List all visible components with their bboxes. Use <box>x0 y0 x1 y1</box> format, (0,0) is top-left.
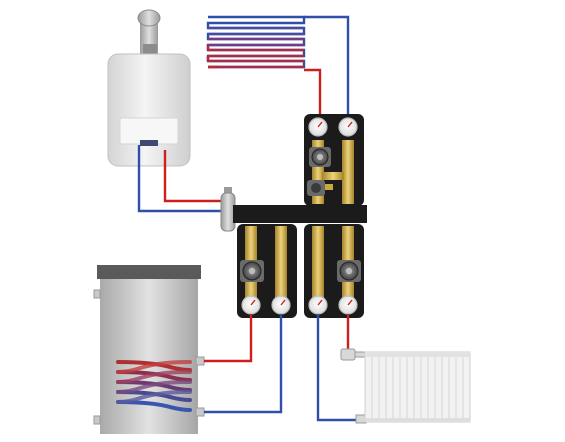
separator-icon <box>220 187 236 232</box>
pump-icon <box>337 260 361 282</box>
boiler-return-pipe <box>137 145 226 213</box>
panel-radiator-icon <box>340 348 471 424</box>
boiler-casing <box>107 53 191 167</box>
tank-cap <box>97 265 201 279</box>
temperature-gauge-icon <box>241 295 261 315</box>
flue-cap <box>137 9 161 27</box>
pump-icon <box>309 147 331 167</box>
temperature-gauge-icon <box>338 295 358 315</box>
temperature-gauge-icon <box>271 295 291 315</box>
distribution-manifold-icon <box>233 205 367 223</box>
temperature-gauge-icon <box>338 117 358 137</box>
mixing-valve-actuator-icon <box>307 180 333 196</box>
radiator-valve <box>340 348 356 361</box>
pump-group-icon <box>237 224 297 318</box>
floor-loop-return-pipe <box>304 15 350 118</box>
radiator-return-pipe <box>316 314 358 422</box>
temperature-gauge-icon <box>308 117 328 137</box>
tank-return-pipe <box>204 314 283 414</box>
temperature-gauge-icon <box>308 295 328 315</box>
wall-boiler-icon <box>107 9 191 167</box>
tank-supply-pipe <box>204 314 253 363</box>
boiler-supply-pipe <box>163 150 226 203</box>
hot-water-cylinder-icon <box>93 265 205 434</box>
boiler-display <box>140 140 158 146</box>
pump-icon <box>240 260 264 282</box>
mixing-valve-pump-group-icon <box>304 114 364 206</box>
floor-loop-supply-pipe <box>304 68 322 118</box>
pump-group-icon <box>304 224 364 318</box>
radiator-panel <box>364 351 471 423</box>
underfloor-coil-icon <box>206 15 306 69</box>
heat-exchanger-coil-icon <box>116 360 192 412</box>
